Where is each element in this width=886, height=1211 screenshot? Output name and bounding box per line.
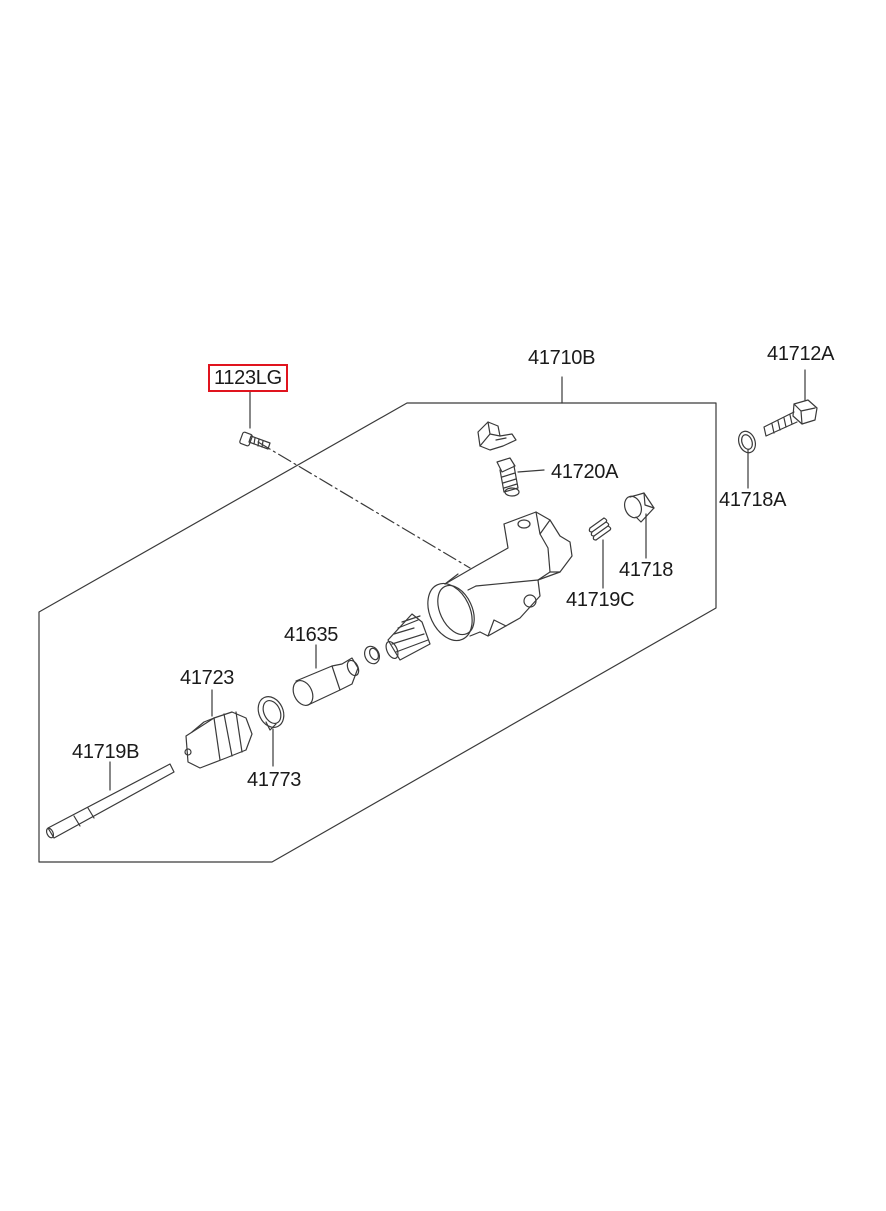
snap-ring-41773-icon [253,692,288,731]
part-label-41723[interactable]: 41723 [180,667,235,689]
bleeder-screw-icon [497,458,519,496]
part-label-41718[interactable]: 41718 [619,559,674,581]
dust-boot-icon [384,614,430,660]
part-label-41719B[interactable]: 41719B [72,741,140,763]
part-label-41710B[interactable]: 41710B [528,347,596,369]
part-label-41635[interactable]: 41635 [284,624,339,646]
part-label-41773[interactable]: 41773 [247,769,302,791]
push-rod-41719B-icon [45,764,174,839]
part-label-1123LG[interactable]: 1123LG [208,364,288,392]
leader-41720A [518,470,544,472]
bolt-41712A-icon [764,400,817,436]
part-label-41720A[interactable]: 41720A [551,461,619,483]
ring-seal-icon [362,644,382,666]
bolt-1123LG-icon [239,432,270,449]
assembly-boundary [39,403,716,862]
cylinder-body-icon [419,512,572,648]
cap-41718-icon [622,493,654,522]
part-label-41719C[interactable]: 41719C [566,589,635,611]
piston-41635-icon [289,658,361,709]
part-label-41712A[interactable]: 41712A [767,343,835,365]
bleeder-clip-icon [478,422,516,450]
alignment-line [258,442,470,568]
washer-41718A-icon [736,429,759,455]
boot-41723-icon [185,712,252,768]
part-label-41718A[interactable]: 41718A [719,489,787,511]
spring-41719C-icon [589,518,610,540]
